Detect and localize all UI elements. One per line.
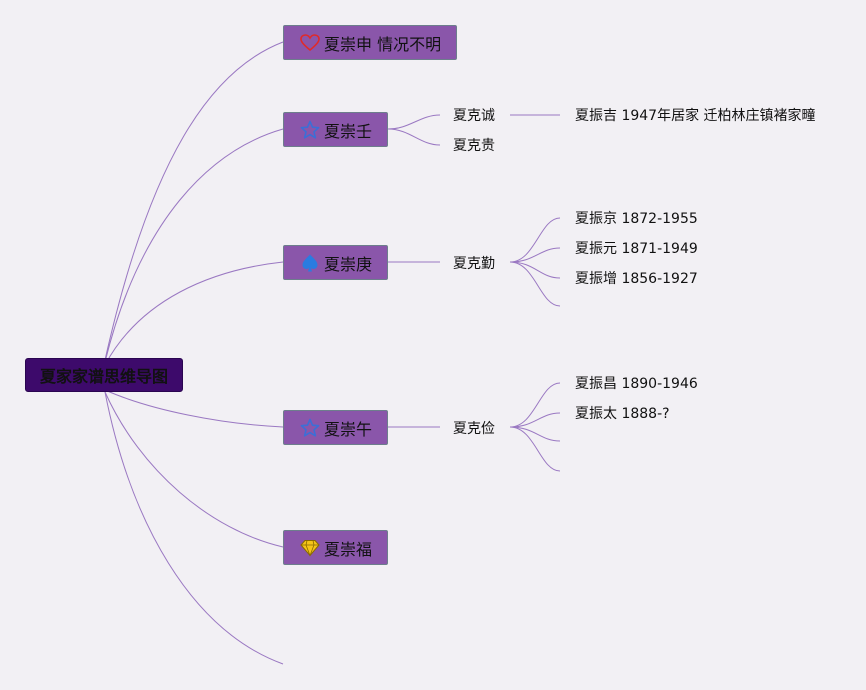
link-son-jian-4 <box>509 426 561 472</box>
link-son-jian-1 <box>509 382 561 428</box>
son-node-kecheng[interactable]: 夏克诚 <box>453 108 495 124</box>
branch-label-5: 夏崇福 <box>324 539 373 559</box>
link-son-qin-1 <box>509 217 561 263</box>
son-node-keqin[interactable]: 夏克勤 <box>453 256 495 272</box>
son-node-kejian[interactable]: 夏克俭 <box>453 421 495 437</box>
branch-node-2[interactable]: 夏崇壬 <box>283 112 388 147</box>
link-son-qin-4 <box>509 261 561 307</box>
branch-node-5[interactable]: 夏崇福 <box>283 530 388 565</box>
link-root-branch-3 <box>104 261 284 366</box>
link-root-branch-1 <box>104 41 284 361</box>
link-son-qin-3 <box>509 261 561 279</box>
grandson-node-zhenji[interactable]: 夏振吉 1947年居家 迁柏林庄镇褚家疃 <box>575 108 816 124</box>
link-root-empty <box>104 391 284 665</box>
grandson-node-zhenchang[interactable]: 夏振昌 1890-1946 <box>575 376 698 392</box>
branch-node-3[interactable]: 夏崇庚 <box>283 245 388 280</box>
grandson-node-zhentai[interactable]: 夏振太 1888-? <box>575 406 670 422</box>
branch-label-1: 夏崇申 情况不明 <box>324 34 442 54</box>
branch-node-4[interactable]: 夏崇午 <box>283 410 388 445</box>
root-node[interactable]: 夏家家谱思维导图 <box>25 358 183 392</box>
link-root-branch-5 <box>104 391 284 548</box>
heart-icon <box>300 33 320 53</box>
branch-label-4: 夏崇午 <box>324 419 373 439</box>
link-son-jian-3 <box>509 426 561 442</box>
branch-node-1[interactable]: 夏崇申 情况不明 <box>283 25 457 60</box>
grandson-node-zhenyuan[interactable]: 夏振元 1871-1949 <box>575 241 698 257</box>
link-son-jian-2 <box>509 412 561 428</box>
link-root-branch-4 <box>104 389 284 428</box>
link-branch2-son1 <box>387 114 441 130</box>
branch-label-3: 夏崇庚 <box>324 254 373 274</box>
grandson-node-zhenjing[interactable]: 夏振京 1872-1955 <box>575 211 698 227</box>
root-label: 夏家家谱思维导图 <box>39 367 168 386</box>
link-son-qin-2 <box>509 247 561 263</box>
star-icon <box>300 120 320 140</box>
branch-label-2: 夏崇壬 <box>324 121 373 141</box>
grandson-node-zhenzeng[interactable]: 夏振增 1856-1927 <box>575 271 698 287</box>
link-branch2-son2 <box>387 128 441 146</box>
spade-icon <box>300 253 320 273</box>
diamond-icon <box>300 538 320 558</box>
star-icon <box>300 418 320 438</box>
link-root-branch-2 <box>104 128 284 363</box>
son-node-kegui[interactable]: 夏克贵 <box>453 138 495 154</box>
